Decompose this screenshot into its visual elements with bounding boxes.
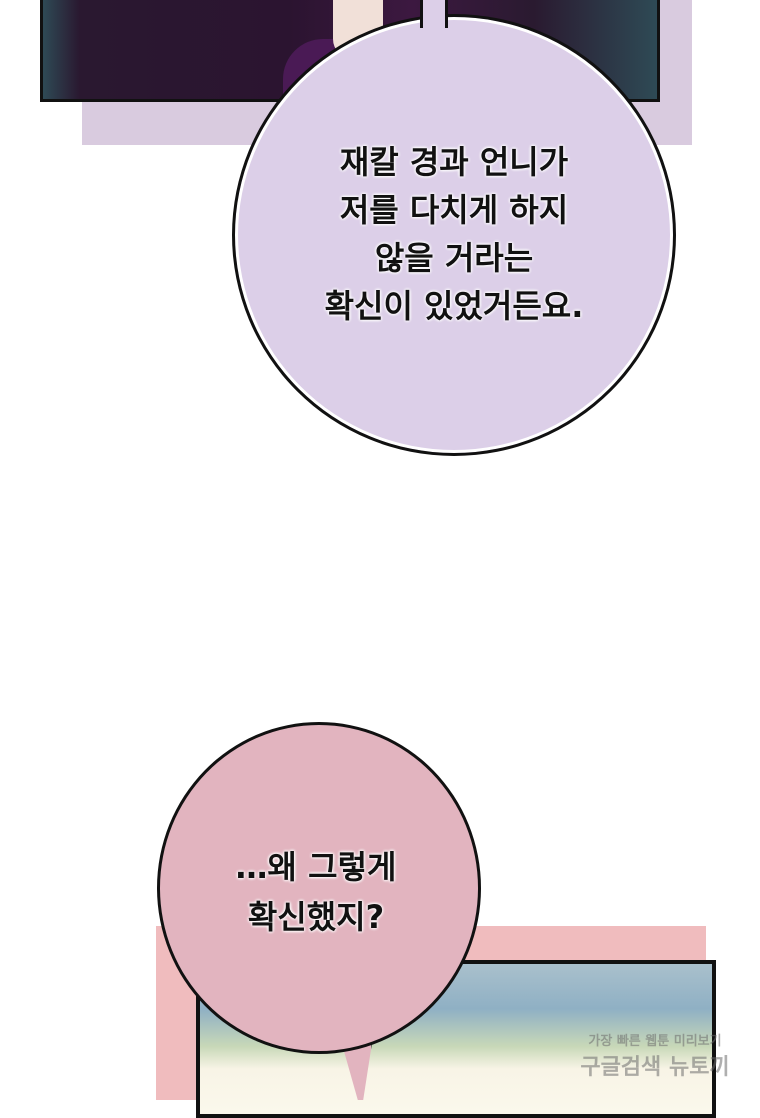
watermark-line-2: 구글검색 뉴토끼 <box>580 1055 730 1080</box>
dialogue-line: 재칼 경과 언니가 <box>339 143 569 181</box>
watermark-line-1: 가장 빠른 웹툰 미리보기 <box>588 1034 722 1049</box>
dialogue-line: 저를 다치게 하지 <box>339 191 569 229</box>
dialogue-line: 확신이 있었거든요. <box>324 287 584 325</box>
dialogue-line: 확신했지? <box>247 898 385 936</box>
dialogue-line: 않을 거라는 <box>374 239 534 277</box>
speech-bubble-2 <box>157 722 481 1054</box>
speech-bubble-1-text: 재칼 경과 언니가 저를 다치게 하지 않을 거라는 확신이 있었거든요. <box>232 138 676 330</box>
speech-bubble-1 <box>232 14 676 456</box>
watermark: 가장 빠른 웹툰 미리보기 구글검색 뉴토끼 <box>560 1030 750 1081</box>
speech-bubble-2-text: …왜 그렇게 확신했지? <box>157 842 475 942</box>
speech-bubble-1-tail <box>420 0 448 28</box>
dialogue-line: …왜 그렇게 <box>235 848 397 886</box>
